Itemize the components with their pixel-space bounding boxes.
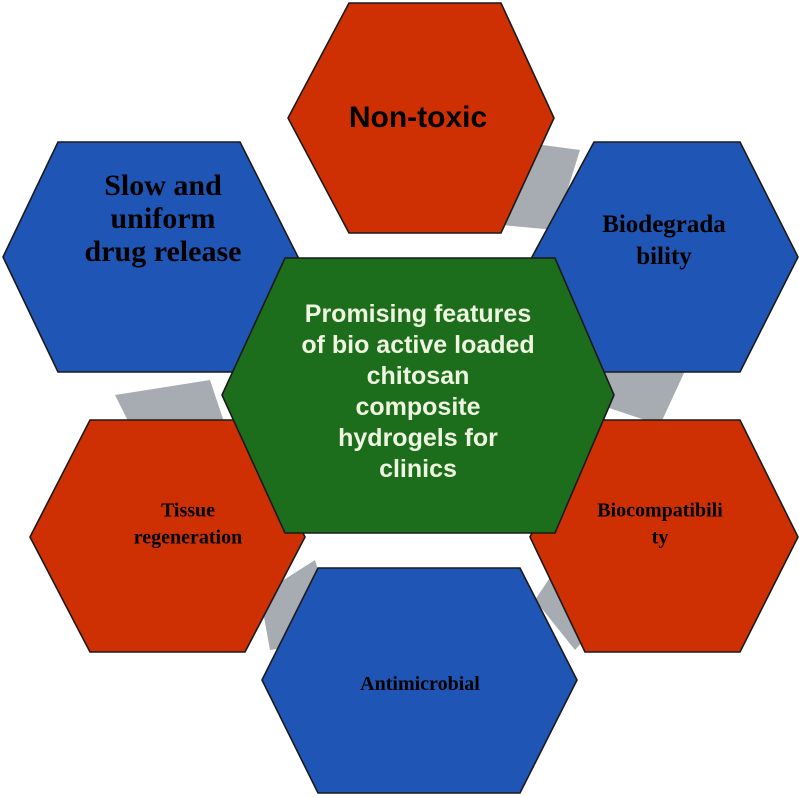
label-line: drug release bbox=[85, 235, 242, 268]
label-biodegradability: Biodegrada bility bbox=[602, 211, 726, 270]
center-title-line: clinics bbox=[379, 455, 457, 483]
hex-antimicrobial: Antimicrobial bbox=[261, 567, 578, 794]
center-title-line: chitosan bbox=[367, 362, 470, 390]
label-antimicrobial: Antimicrobial bbox=[360, 673, 480, 695]
hex-shape-center bbox=[221, 257, 615, 534]
center-title: Promising features of bio active loaded ch… bbox=[301, 300, 534, 483]
hex-biodegradability: Biodegrada bility bbox=[531, 141, 799, 373]
hex-biocompatibility: Biocompatibili ty bbox=[529, 419, 799, 653]
label-line: ty bbox=[652, 527, 669, 549]
hex-shape-biodegradability bbox=[531, 141, 799, 373]
center-title-line: composite bbox=[355, 393, 480, 421]
hex-tissue-regeneration: Tissue regeneration bbox=[29, 419, 306, 653]
label-line: regeneration bbox=[134, 527, 243, 549]
label-line: uniform bbox=[111, 202, 216, 235]
hex-non-toxic: Non-toxic bbox=[287, 2, 555, 234]
center-title-line: Promising features bbox=[305, 300, 531, 328]
label-line: Non-toxic bbox=[349, 101, 487, 134]
hex-shape-biocompatibility bbox=[529, 419, 799, 653]
center-title-line: of bio active loaded bbox=[301, 331, 534, 359]
label-line: Antimicrobial bbox=[360, 673, 480, 695]
hex-shape-antimicrobial bbox=[261, 567, 578, 794]
label-non-toxic: Non-toxic bbox=[349, 101, 487, 134]
label-line: Biocompatibili bbox=[597, 500, 723, 522]
label-line: Biodegrada bbox=[602, 211, 726, 238]
hex-center: Promising features of bio active loaded ch… bbox=[221, 257, 615, 534]
center-title-line: hydrogels for bbox=[338, 424, 498, 452]
hex-shape-non-toxic bbox=[287, 2, 555, 234]
label-line: Tissue bbox=[161, 500, 215, 522]
label-tissue-regeneration: Tissue regeneration bbox=[134, 500, 243, 549]
label-line: Slow and bbox=[104, 169, 222, 202]
label-biocompatibility: Biocompatibili ty bbox=[597, 500, 723, 549]
label-line: bility bbox=[636, 243, 692, 270]
